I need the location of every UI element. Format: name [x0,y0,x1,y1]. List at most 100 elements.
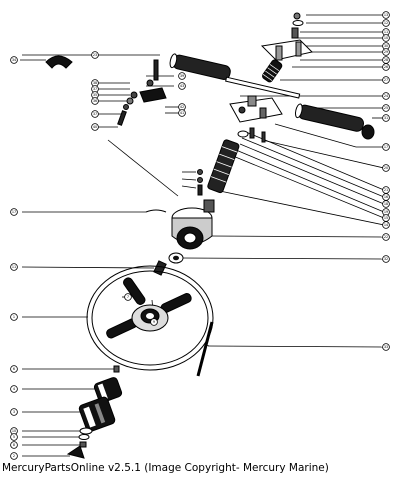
callout-label: 11 [384,30,388,34]
callout-label: 15 [384,216,388,220]
callout-circle [10,208,18,216]
callout-c-r14: 20 [382,164,390,172]
callout-label: 21 [384,188,388,192]
callout-circle [10,313,18,321]
helm-housing [145,199,215,250]
callout-circle [10,263,18,271]
callout-label: 13 [384,13,388,17]
callout-circle [382,19,390,27]
callout-label: 36 [93,99,97,103]
upper-shaft-assembly [169,12,375,143]
callout-label: 34 [12,58,16,62]
callout-c-m7: 41 [178,109,186,117]
callout-c-r7: 28 [382,56,390,64]
callout-circle [382,34,390,42]
callout-label: 11 [12,265,16,269]
callout-label: 40 [93,125,97,129]
callout-c-r1: 13 [382,11,390,19]
callout-c-l8: 40 [91,123,99,131]
callout-circle [382,221,390,229]
callout-c-r9: 27 [382,76,390,84]
callout-label: 10 [384,36,388,40]
callout-circle [382,200,390,208]
callout-c-l18: 2 [10,452,18,460]
callout-circle [382,233,390,241]
callout-circle [382,63,390,71]
callout-circle [382,255,390,263]
callout-bubbles: 1312111030292826272425311720211618191514… [10,11,390,460]
callout-label: 7 [127,295,129,299]
callout-label: 17 [12,210,16,214]
callout-label: 26 [384,65,388,69]
callout-c-m1: 22 [382,233,390,241]
callout-circle [382,92,390,100]
callout-label: 42 [180,105,184,109]
callout-circle [10,365,18,373]
callout-circle [178,72,186,80]
callout-circle [124,293,132,301]
column-housing [197,139,240,196]
callout-label: 22 [384,235,388,239]
callout-label: 25 [384,106,388,110]
callout-c-r6: 29 [382,48,390,56]
callout-circle [150,318,158,326]
callout-c-r4: 10 [382,34,390,42]
callout-c-r13: 17 [382,143,390,151]
callout-c-r10: 24 [382,92,390,100]
callout-label: 30 [384,44,388,48]
callout-circle [382,343,390,351]
left-small-parts [45,55,167,126]
callout-c-r20: 14 [382,221,390,229]
callout-circle [178,82,186,90]
callout-c-l4: 37 [91,85,99,93]
callout-c-l12: 6 [10,365,18,373]
callout-c-m4: 39 [178,72,186,80]
callout-circle [10,408,18,416]
callout-label: 12 [384,21,388,25]
callout-circle [382,143,390,151]
callout-label: 27 [384,78,388,82]
callout-label: 33 [384,345,388,349]
callout-label: 8 [13,443,15,447]
callout-circle [91,97,99,105]
callout-c-l14: 3 [10,408,18,416]
callout-label: 38 [93,81,97,85]
callout-label: 29 [384,50,388,54]
callout-circle [178,109,186,117]
callout-circle [10,452,18,460]
callout-circle [382,76,390,84]
callout-label: 6 [13,367,15,371]
callout-label: 37 [93,112,97,116]
callout-circle [91,123,99,131]
callout-circle [382,164,390,172]
callout-label: 16 [384,195,388,199]
callout-c-r17: 18 [382,200,390,208]
callout-label: 20 [384,166,388,170]
callout-c-r18: 19 [382,208,390,216]
callout-label: 5 [13,435,15,439]
hub-parts [153,252,184,276]
callout-circle [382,114,390,122]
callout-c-m9: 9 [150,318,158,326]
callout-c-l1: 34 [10,56,18,64]
callout-circle [10,441,18,449]
callout-circle [10,385,18,393]
callout-label: 37 [93,87,97,91]
callout-c-r15: 21 [382,186,390,194]
callout-label: 3 [13,410,15,414]
callout-c-r8: 26 [382,63,390,71]
callout-label: 14 [384,223,388,227]
callout-c-m5: 43 [178,82,186,90]
callout-circle [10,56,18,64]
callout-c-l7: 37 [91,110,99,118]
callout-c-m3: 33 [382,343,390,351]
image-caption: MercuryPartsOnline v2.5.1 (Image Copyrig… [2,462,329,474]
callout-c-l17: 8 [10,441,18,449]
callout-circle [382,48,390,56]
callout-c-l13: 4 [10,385,18,393]
callout-circle [91,51,99,59]
callout-circle [91,110,99,118]
callout-c-r2: 12 [382,19,390,27]
callout-label: 23 [93,53,97,57]
